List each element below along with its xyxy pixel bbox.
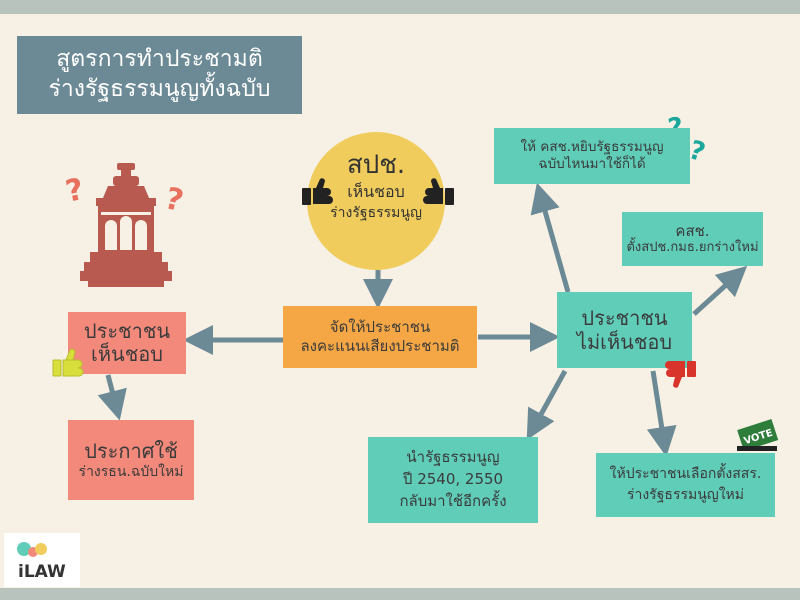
spc-line-1: สปช.	[346, 150, 406, 180]
option-ncpo-box: ให้ คสช.หยิบรัฐธรรมนูญ ฉบับไหนมาใช้ก็ได้	[494, 128, 690, 184]
option-oldcharter-line-1: นำรัฐธรรมนูญ	[406, 448, 500, 467]
ilaw-logo-text: iLAW	[18, 562, 66, 582]
referendum-line-1: จัดให้ประชาชน	[329, 318, 431, 337]
arrow-approve-to-promulgate	[97, 374, 127, 421]
option-election-line-1: ให้ประชาชนเลือกตั้งสสร.	[609, 466, 762, 482]
option-assembly-line-2: ตั้งสปช.กมธ.ยกร่างใหม่	[626, 240, 759, 256]
promulgate-line-1: ประกาศใช้	[84, 438, 178, 463]
title-box: สูตรการทำประชามติ ร่างรัฐธรรมนูญทั้งฉบับ	[17, 36, 302, 114]
reject-line-2: ไม่เห็นชอบ	[576, 330, 673, 354]
ballot-box-slot-icon	[737, 446, 777, 451]
approve-line-2: เห็นชอบ	[91, 342, 163, 366]
option-oldcharter-line-3: กลับมาใช้อีกครั้ง	[399, 491, 507, 510]
reject-box: ประชาชน ไม่เห็นชอบ	[557, 292, 692, 368]
monument-windows	[101, 212, 151, 250]
spc-circle-text: สปช. เห็นชอบ ร่างรัฐธรรมนูญ	[307, 150, 445, 223]
promulgate-line-2: ร่างรธน.ฉบับใหม่	[78, 463, 184, 480]
approve-box: ประชาชน เห็นชอบ	[68, 312, 186, 374]
top-bar	[0, 0, 800, 14]
promulgate-box: ประกาศใช้ ร่างรธน.ฉบับใหม่	[68, 420, 194, 500]
option-election-box: ให้ประชาชนเลือกตั้งสสร. ร่างรัฐธรรมนูญให…	[596, 453, 775, 517]
option-election-line-2: ร่างรัฐธรรมนูญใหม่	[626, 487, 745, 503]
spc-line-2: เห็นชอบ	[347, 182, 405, 202]
reject-line-1: ประชาชน	[581, 306, 668, 330]
approve-line-1: ประชาชน	[83, 319, 171, 343]
arrow-reject-to-oldcharter	[526, 369, 568, 441]
referendum-line-2: ลงคะแนนเสียงประชามติ	[300, 337, 460, 355]
option-assembly-line-1: คสช.	[675, 221, 710, 240]
ilaw-logo-icon: iLAW	[17, 542, 66, 582]
option-ncpo-line-1: ให้ คสช.หยิบรัฐธรรมนูญ	[520, 139, 664, 156]
ilaw-logo: iLAW	[4, 533, 80, 587]
option-oldcharter-line-2: ปี 2540, 2550	[402, 470, 504, 489]
option-ncpo-line-2: ฉบับไหนมาใช้ก็ได้	[538, 156, 646, 172]
title-line-2: ร่างรัฐธรรมนูญทั้งฉบับ	[48, 76, 271, 102]
spc-line-3: ร่างรัฐธรรมนูญ	[330, 204, 422, 221]
svg-text:?: ?	[161, 181, 186, 219]
option-assembly-box: คสช. ตั้งสปช.กมธ.ยกร่างใหม่	[622, 212, 763, 266]
option-oldcharter-box: นำรัฐธรรมนูญ ปี 2540, 2550 กลับมาใช้อีกค…	[368, 437, 538, 523]
bottom-bar	[0, 588, 800, 600]
arrow-reject-to-ncpo	[530, 182, 571, 293]
arrow-reject-to-election	[646, 370, 677, 457]
arrow-reject-to-assembly	[692, 265, 748, 316]
democracy-monument-icon	[80, 163, 172, 287]
svg-text:?: ?	[63, 172, 87, 210]
vote-ballot-icon: VOTE	[737, 419, 779, 452]
referendum-box: จัดให้ประชาชน ลงคะแนนเสียงประชามติ	[283, 306, 477, 368]
title-line-1: สูตรการทำประชามติ	[56, 46, 263, 73]
vote-label: VOTE	[743, 428, 775, 448]
question-mark-icon: ? ?	[63, 172, 187, 219]
